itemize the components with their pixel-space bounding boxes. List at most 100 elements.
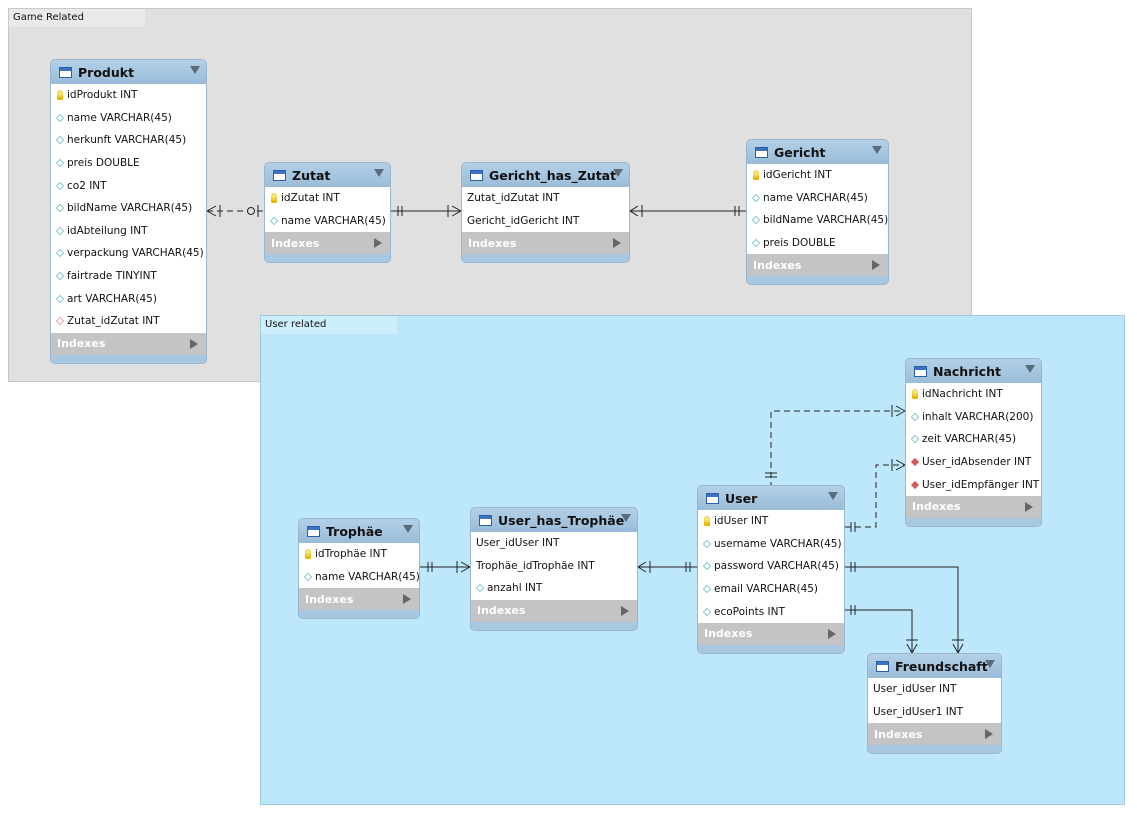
table-column[interactable]: inhalt VARCHAR(200): [906, 406, 1041, 429]
table-column[interactable]: idUser INT: [698, 510, 844, 533]
collapse-arrow-icon[interactable]: [985, 660, 995, 668]
expand-arrow-icon[interactable]: [374, 238, 382, 249]
indexes-section[interactable]: Indexes: [51, 332, 206, 355]
expand-arrow-icon[interactable]: [190, 338, 198, 349]
indexes-section[interactable]: Indexes: [868, 723, 1001, 746]
table-column[interactable]: name VARCHAR(45): [51, 107, 206, 130]
table-header[interactable]: Produkt: [51, 60, 206, 84]
collapse-arrow-icon[interactable]: [1025, 365, 1035, 373]
table-name: User: [725, 490, 758, 506]
table-column[interactable]: co2 INT: [51, 174, 206, 197]
table-column[interactable]: name VARCHAR(45): [299, 566, 419, 589]
table-column[interactable]: ecoPoints INT: [698, 600, 844, 623]
table-column[interactable]: User_idUser1 INT: [868, 701, 1001, 724]
expand-arrow-icon[interactable]: [872, 260, 880, 271]
indexes-section[interactable]: Indexes: [747, 254, 888, 277]
table-column[interactable]: Gericht_idGericht INT: [462, 210, 629, 233]
indexes-label: Indexes: [477, 604, 526, 618]
table-column[interactable]: email VARCHAR(45): [698, 578, 844, 601]
table-column[interactable]: username VARCHAR(45): [698, 533, 844, 556]
table-column[interactable]: User_idUser INT: [868, 678, 1001, 701]
table-column[interactable]: name VARCHAR(45): [265, 210, 390, 233]
collapse-arrow-icon[interactable]: [828, 492, 838, 500]
table-column[interactable]: password VARCHAR(45): [698, 555, 844, 578]
expand-arrow-icon[interactable]: [613, 238, 621, 249]
table-column[interactable]: fairtrade TINYINT: [51, 265, 206, 288]
indexes-section[interactable]: Indexes: [265, 232, 390, 255]
indexes-section[interactable]: Indexes: [299, 588, 419, 611]
column-label: Trophäe_idTrophäe INT: [476, 559, 595, 572]
table-column[interactable]: Zutat_idZutat INT: [51, 310, 206, 333]
table-column[interactable]: idZutat INT: [265, 187, 390, 210]
table-column[interactable]: idProdukt INT: [51, 84, 206, 107]
table-header[interactable]: Zutat: [265, 163, 390, 187]
expand-arrow-icon[interactable]: [1025, 501, 1033, 512]
table-column[interactable]: User_idEmpfänger INT: [906, 473, 1041, 496]
table-header[interactable]: Freundschaft: [868, 654, 1001, 678]
table-column[interactable]: bildName VARCHAR(45): [51, 197, 206, 220]
column-label: idTrophäe INT: [315, 548, 387, 561]
table-header[interactable]: User: [698, 486, 844, 510]
table-header[interactable]: Gericht: [747, 140, 888, 164]
table-gericht[interactable]: Gericht idGericht INT name VARCHAR(45) bild…: [746, 139, 889, 286]
table-column[interactable]: idTrophäe INT: [299, 543, 419, 566]
primary-key-icon: [704, 516, 710, 527]
table-column[interactable]: verpackung VARCHAR(45): [51, 242, 206, 265]
column-label: User_idUser INT: [476, 537, 560, 550]
collapse-arrow-icon[interactable]: [621, 514, 631, 522]
table-column[interactable]: preis DOUBLE: [747, 232, 888, 255]
collapse-arrow-icon[interactable]: [403, 525, 413, 533]
collapse-arrow-icon[interactable]: [374, 169, 384, 177]
table-user[interactable]: User idUser INT username VARCHAR(45) passwo…: [697, 485, 845, 654]
table-column[interactable]: preis DOUBLE: [51, 152, 206, 175]
table-column[interactable]: zeit VARCHAR(45): [906, 428, 1041, 451]
table-trophaee[interactable]: Trophäe idTrophäe INT name VARCHAR(45)Inde…: [298, 518, 420, 620]
table-icon: [876, 660, 889, 672]
collapse-arrow-icon[interactable]: [190, 66, 200, 74]
table-header[interactable]: User_has_Trophäe: [471, 508, 637, 532]
column-diamond-icon: [702, 562, 712, 571]
column-label: idUser INT: [714, 515, 769, 528]
expand-arrow-icon[interactable]: [621, 605, 629, 616]
table-column[interactable]: name VARCHAR(45): [747, 187, 888, 210]
table-name: Gericht: [774, 144, 826, 160]
collapse-arrow-icon[interactable]: [613, 169, 623, 177]
table-column[interactable]: Trophäe_idTrophäe INT: [471, 555, 637, 578]
table-column[interactable]: Zutat_idZutat INT: [462, 187, 629, 210]
relationship-user-freundschaft-1: [845, 562, 964, 654]
column-diamond-icon: [751, 216, 761, 225]
table-produkt[interactable]: Produkt idProdukt INT name VARCHAR(45)herk…: [50, 59, 207, 364]
column-label: User_idEmpfänger INT: [922, 478, 1040, 491]
table-column[interactable]: idNachricht INT: [906, 383, 1041, 406]
indexes-section[interactable]: Indexes: [698, 622, 844, 645]
column-diamond-icon: [910, 412, 920, 421]
table-header[interactable]: Gericht_has_Zutat: [462, 163, 629, 187]
expand-arrow-icon[interactable]: [985, 729, 993, 740]
collapse-arrow-icon[interactable]: [872, 146, 882, 154]
table-column[interactable]: User_idUser INT: [471, 532, 637, 555]
table-column[interactable]: User_idAbsender INT: [906, 451, 1041, 474]
indexes-section[interactable]: Indexes: [906, 495, 1041, 518]
expand-arrow-icon[interactable]: [828, 628, 836, 639]
table-icon: [307, 525, 320, 537]
column-label: idProdukt INT: [67, 89, 138, 102]
column-label: username VARCHAR(45): [714, 537, 842, 550]
indexes-section[interactable]: Indexes: [471, 599, 637, 622]
table-column[interactable]: bildName VARCHAR(45): [747, 209, 888, 232]
table-column[interactable]: idGericht INT: [747, 164, 888, 187]
column-label: name VARCHAR(45): [763, 191, 868, 204]
table-icon: [706, 492, 719, 504]
indexes-section[interactable]: Indexes: [462, 232, 629, 255]
table-column[interactable]: art VARCHAR(45): [51, 287, 206, 310]
table-column[interactable]: anzahl INT: [471, 577, 637, 600]
table-column[interactable]: herkunft VARCHAR(45): [51, 129, 206, 152]
expand-arrow-icon[interactable]: [403, 594, 411, 605]
table-header[interactable]: Trophäe: [299, 519, 419, 543]
table-column[interactable]: idAbteilung INT: [51, 220, 206, 243]
table-header[interactable]: Nachricht: [906, 359, 1041, 383]
